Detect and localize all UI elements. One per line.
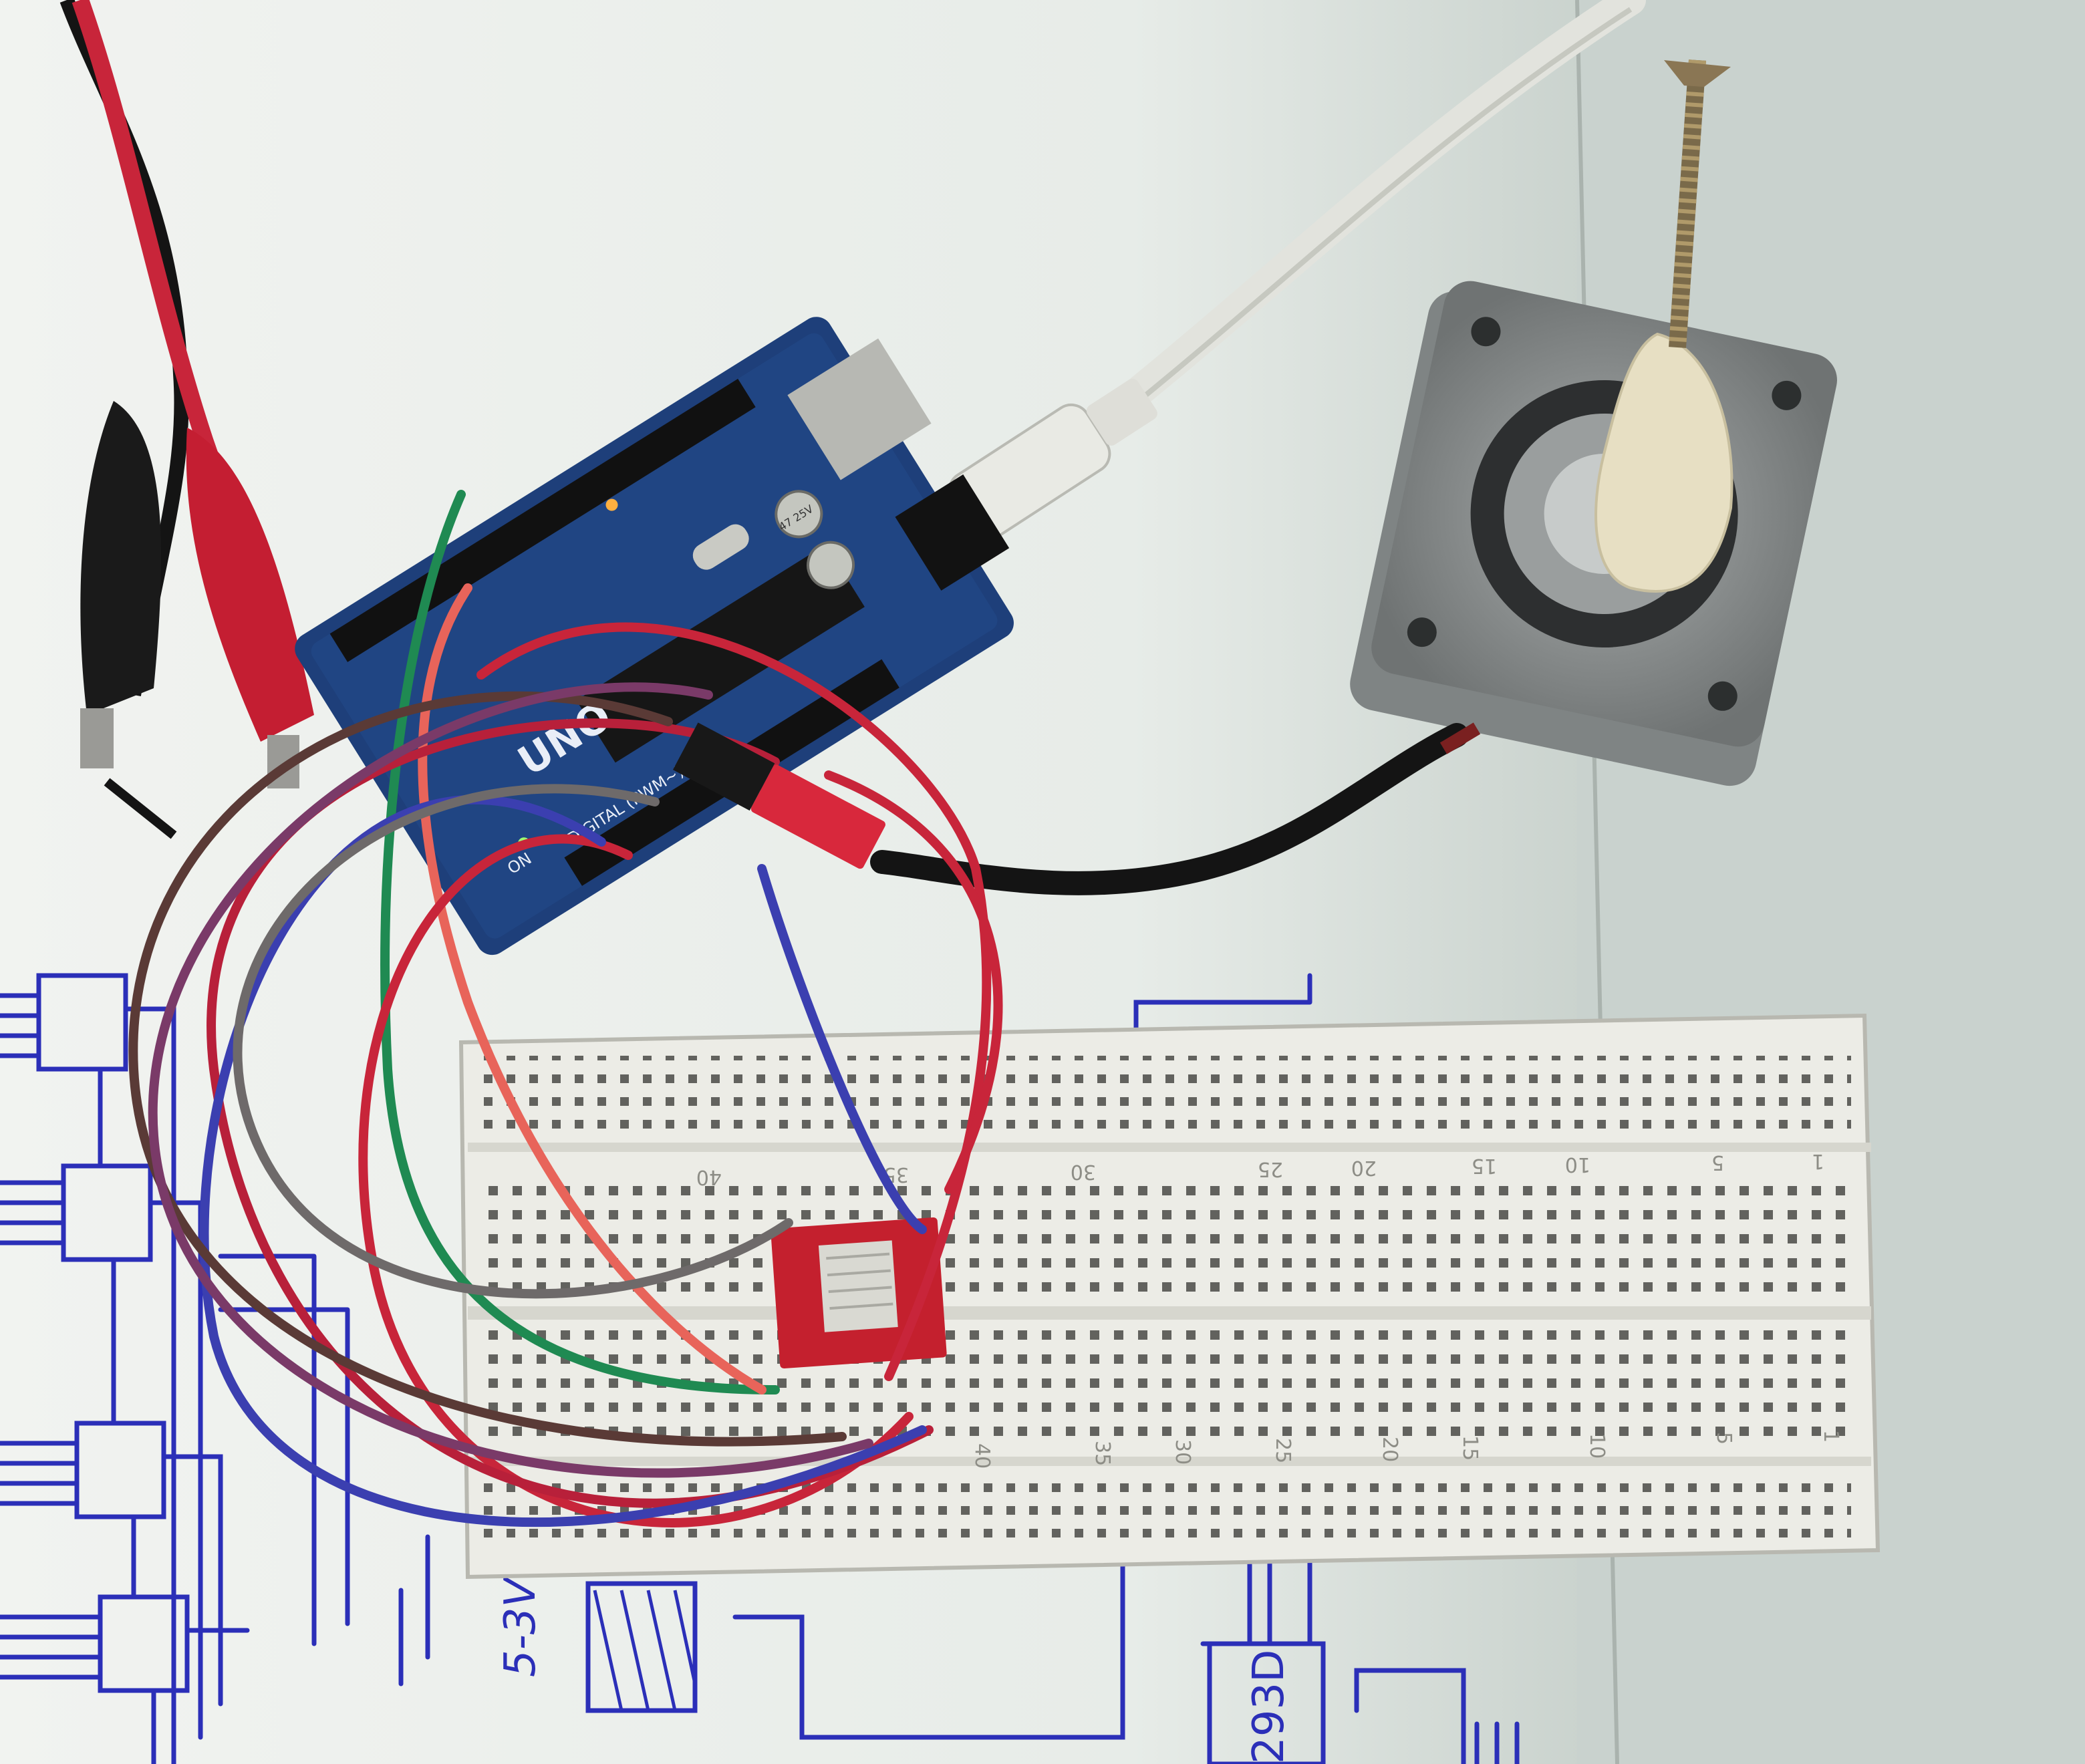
svg-text:40: 40: [696, 1165, 722, 1189]
wire-red-2: [358, 834, 914, 1527]
power-jack: [895, 474, 1010, 591]
jumper-stub: [104, 778, 177, 839]
rail-bottom: [481, 1477, 1851, 1544]
svg-text:20: 20: [1378, 1437, 1401, 1462]
svg-text:40: 40: [970, 1443, 994, 1469]
breadboard-column-numbers-bottom: 40 35 30 25 20 15 10 5 1: [970, 1430, 1842, 1469]
svg-text:25: 25: [1271, 1438, 1294, 1463]
svg-text:30: 30: [1071, 1160, 1096, 1183]
black-alligator-clip: [80, 401, 162, 768]
crystal: [692, 524, 749, 570]
atmega-chip: [576, 544, 865, 763]
svg-text:1: 1: [1819, 1430, 1842, 1443]
svg-text:1: 1: [1812, 1149, 1824, 1173]
wire-purple: [148, 682, 873, 1478]
wire-brown: [128, 691, 847, 1447]
svg-text:35: 35: [1091, 1441, 1114, 1466]
capacitor-2: [807, 541, 855, 589]
rail-top: [481, 1056, 1851, 1136]
screw-head: [1664, 60, 1731, 87]
wire-red-loop: [824, 770, 1003, 1194]
sketch-voltage-label: 5-3V: [496, 1575, 545, 1677]
masking-tape-coupler: [1594, 332, 1733, 593]
wire-red-3: [206, 718, 934, 1508]
capacitor-1: [775, 490, 823, 539]
usb-jack: [787, 338, 932, 480]
hatched-block: [593, 1590, 697, 1711]
svg-text:25: 25: [1258, 1157, 1283, 1181]
threaded-rod: [1669, 59, 1706, 348]
svg-text:15: 15: [1458, 1435, 1482, 1461]
svg-text:15: 15: [1472, 1154, 1497, 1177]
svg-text:30: 30: [1171, 1439, 1194, 1465]
stepper-driver-module: [771, 1217, 947, 1369]
wire-blue-2: [199, 794, 927, 1527]
header-top: [329, 378, 756, 662]
driver-heatsink: [818, 1240, 898, 1332]
breadboard-column-numbers-top: 40 35 30 25 20 15 10 5 1: [696, 1149, 1824, 1189]
red-connector-housing: [672, 722, 885, 869]
led-tx: [605, 498, 618, 511]
wire-gray: [233, 784, 793, 1299]
breadboard: [458, 1013, 1881, 1580]
svg-text:20: 20: [1351, 1156, 1377, 1179]
terminal-top: [481, 1176, 1851, 1296]
svg-text:10: 10: [1565, 1153, 1590, 1176]
svg-text:10: 10: [1585, 1433, 1609, 1459]
svg-text:5: 5: [1711, 1151, 1724, 1174]
wire-green: [380, 490, 780, 1394]
wire-red-1: [476, 622, 992, 1381]
sketch-chip-label: 293D: [1244, 1650, 1294, 1764]
wire-blue-1: [757, 864, 927, 1234]
svg-text:5: 5: [1712, 1432, 1735, 1445]
wire-salmon: [418, 583, 767, 1394]
